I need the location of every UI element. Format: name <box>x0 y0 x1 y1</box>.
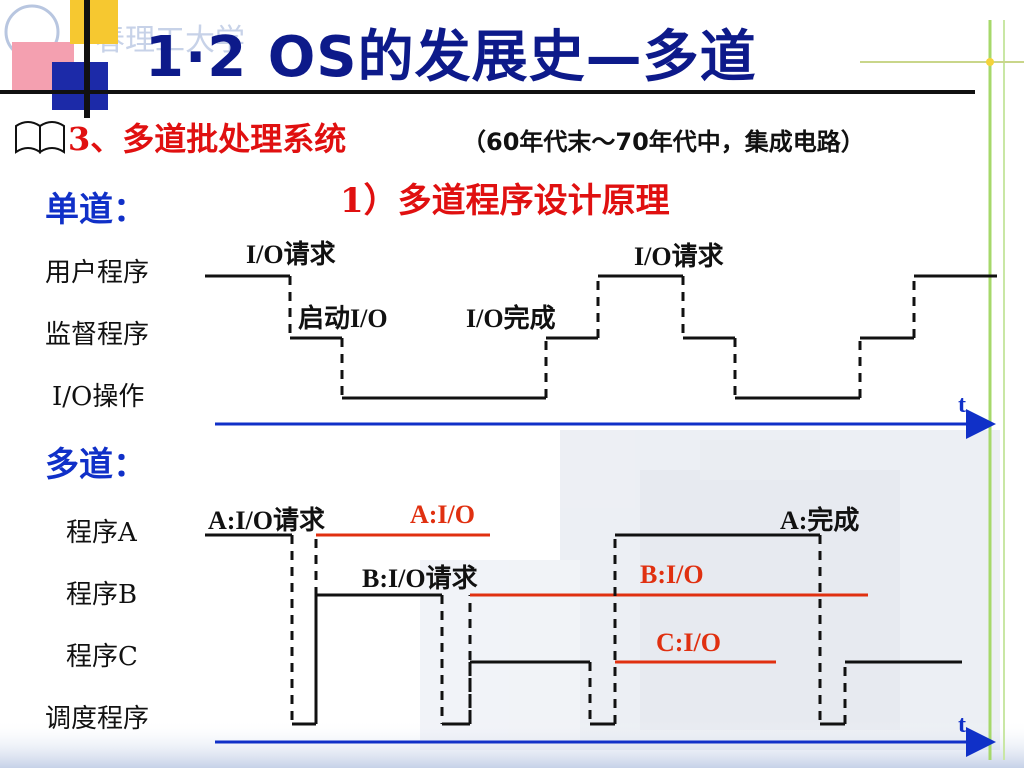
single-ann-io-request-2: I/O请求 <box>634 242 724 271</box>
multi-axis-t: t <box>958 712 966 738</box>
deco-vertical-bar <box>84 0 90 118</box>
multi-ann-a-io: A:I/O <box>410 500 475 529</box>
multi-ann-a-done: A:完成 <box>780 506 860 535</box>
school-name-watermark: 春理工大学 <box>95 23 245 58</box>
single-timeline <box>205 274 997 439</box>
deco-block-yellow <box>70 0 118 44</box>
principle-heading: 1）多道程序设计原理 <box>340 181 670 221</box>
single-heading: 单道： <box>45 190 147 230</box>
multi-ann-c-io: C:I/O <box>656 628 721 657</box>
title-underline <box>0 90 975 94</box>
subtitle-era: （60年代末～70年代中，集成电路） <box>462 128 865 156</box>
single-ann-start-io: 启动I/O <box>298 304 388 333</box>
multi-row-program-a: 程序A <box>66 518 137 548</box>
single-row-user-program: 用户程序 <box>45 258 150 288</box>
multi-timeline <box>205 533 996 757</box>
multi-row-program-c: 程序C <box>66 642 138 672</box>
multi-ann-b-io: B:I/O <box>640 560 704 589</box>
multi-heading: 多道： <box>45 445 147 485</box>
single-row-io: I/O操作 <box>52 382 145 412</box>
bottom-band <box>0 720 1024 768</box>
single-row-supervisor: 监督程序 <box>45 320 150 350</box>
single-axis-t: t <box>958 392 966 418</box>
subtitle-multiprogram-batch: 3、多道批处理系统 <box>68 120 347 158</box>
right-deco-dot <box>986 58 994 66</box>
slide-title: 1·2 OS的发展史—多道 <box>145 25 757 90</box>
campus-watermark <box>420 430 1000 750</box>
single-ann-io-done: I/O完成 <box>466 304 556 333</box>
multi-ann-a-io-request: A:I/O请求 <box>208 506 326 535</box>
single-ann-io-request-1: I/O请求 <box>246 240 336 269</box>
deco-block-blue <box>52 62 108 110</box>
multi-row-program-b: 程序B <box>66 580 138 610</box>
multi-ann-b-io-request: B:I/O请求 <box>362 564 478 593</box>
book-icon <box>15 121 65 154</box>
multi-row-scheduler: 调度程序 <box>45 704 150 734</box>
